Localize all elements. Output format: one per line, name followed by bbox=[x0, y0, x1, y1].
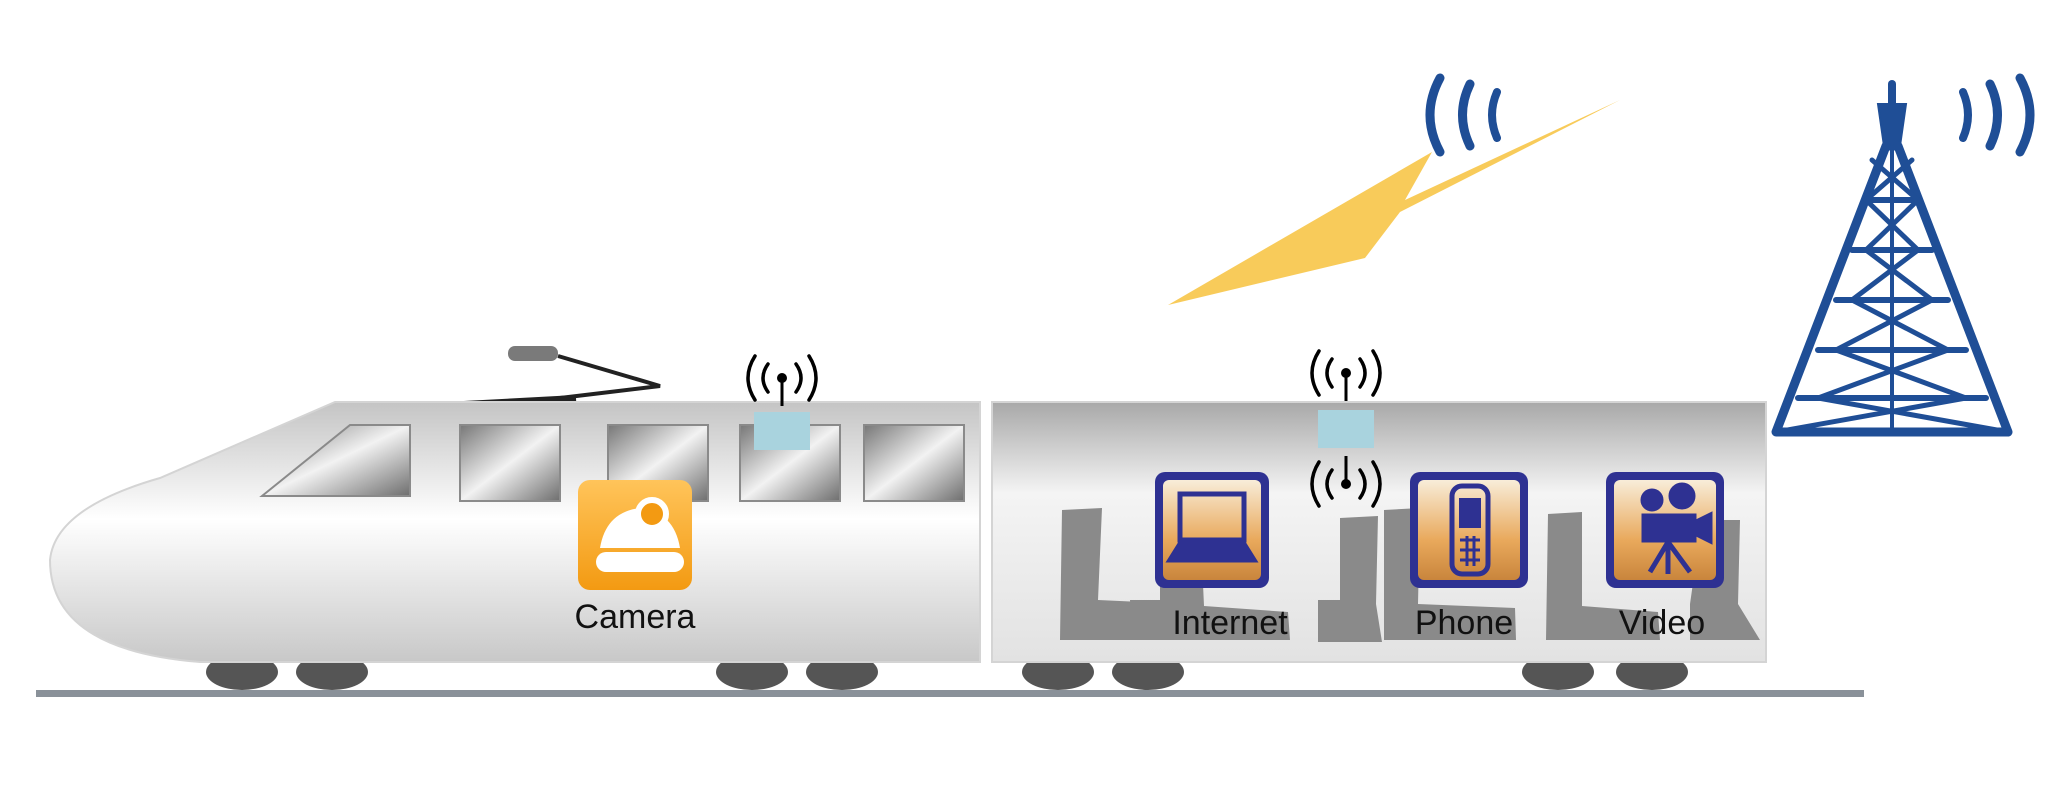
laptop-icon bbox=[1165, 491, 1259, 563]
internet-label: Internet bbox=[1172, 604, 1288, 642]
video-tile: Video bbox=[1606, 472, 1724, 642]
antenna-box bbox=[754, 412, 810, 450]
wifi-antenna-icon bbox=[746, 354, 818, 408]
antenna-box bbox=[1318, 410, 1374, 448]
lightning-bolt-icon bbox=[1168, 100, 1620, 305]
video-label: Video bbox=[1619, 604, 1705, 642]
mobile-phone-icon bbox=[1449, 483, 1491, 577]
cell-tower-icon bbox=[1425, 73, 2035, 437]
camera-label: Camera bbox=[575, 598, 696, 636]
phone-label: Phone bbox=[1415, 604, 1513, 642]
pantograph bbox=[463, 346, 661, 407]
dome-camera-icon bbox=[596, 497, 684, 572]
movie-camera-icon bbox=[1640, 482, 1713, 574]
locomotive-antenna bbox=[746, 354, 818, 450]
locomotive-windows bbox=[259, 424, 965, 502]
internet-tile: Internet bbox=[1155, 472, 1288, 642]
car-antenna bbox=[1310, 349, 1382, 508]
phone-tile: Phone bbox=[1410, 472, 1528, 642]
camera-tile: Camera bbox=[575, 480, 696, 636]
rail-track bbox=[36, 690, 1864, 697]
wifi-antenna-icon-up bbox=[1310, 349, 1382, 403]
